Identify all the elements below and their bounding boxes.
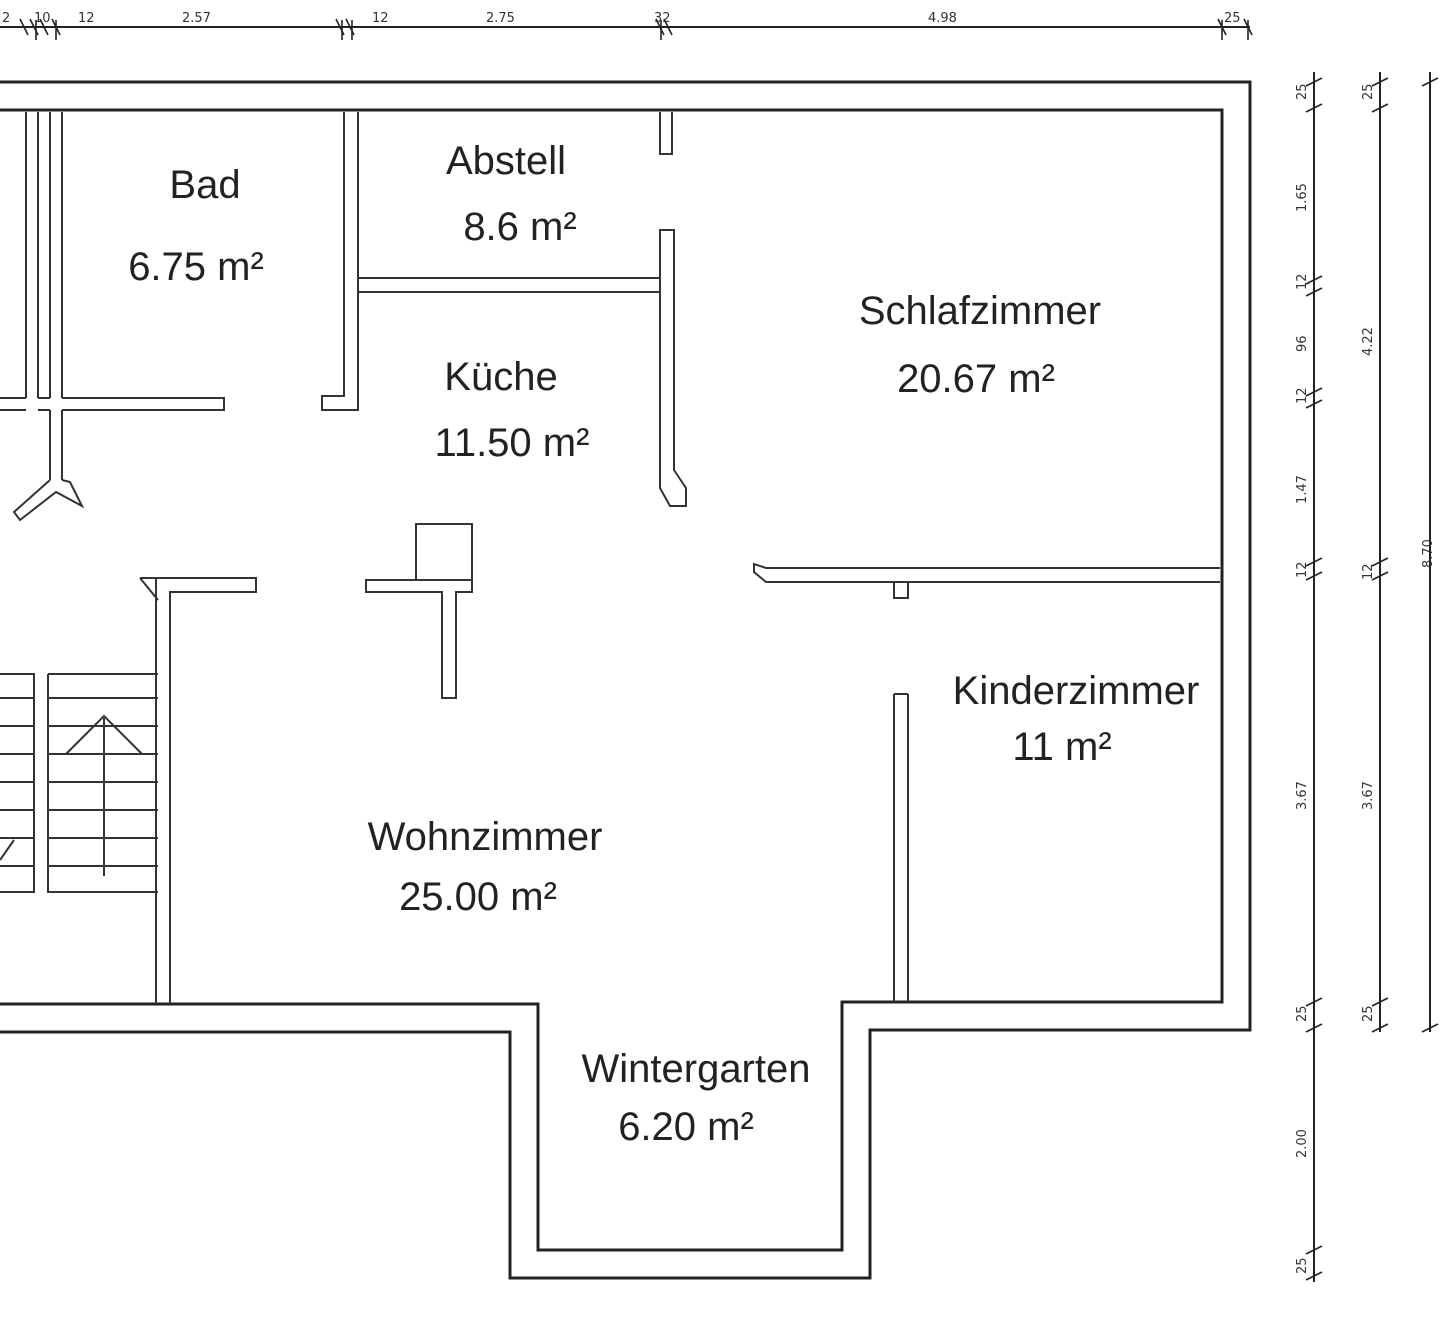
dim-top-7: 4.98	[928, 11, 957, 26]
dim-right2-0: 25	[1361, 83, 1376, 100]
dim-top-8: 25	[1224, 11, 1241, 26]
dim-right1-9: 2.00	[1295, 1129, 1310, 1158]
dim-top-2: 12	[78, 11, 95, 26]
room-bad-area: 6.75 m²	[128, 245, 264, 289]
room-kueche-area: 11.50 m²	[435, 421, 590, 465]
room-abstell-name: Abstell	[446, 139, 566, 183]
staircase	[0, 673, 158, 893]
room-schlafzimmer-area: 20.67 m²	[897, 357, 1055, 401]
dim-right1-7: 3.67	[1295, 781, 1310, 810]
outer-walls	[0, 80, 1252, 1280]
interior-walls	[0, 112, 1220, 1004]
dim-top-0: 2	[2, 11, 10, 26]
room-wintergarten-name: Wintergarten	[582, 1047, 811, 1091]
dim-right3-0: 8.70	[1421, 539, 1436, 568]
right-dimension-chains: 25 1.65 12 96 12 1.47 12 3.67 25 2.00 25…	[1295, 72, 1439, 1282]
room-abstell-area: 8.6 m²	[463, 205, 576, 249]
dim-right1-6: 12	[1295, 561, 1310, 578]
dim-right1-10: 25	[1295, 1257, 1310, 1274]
dim-right2-3: 3.67	[1361, 781, 1376, 810]
dim-right2-4: 25	[1361, 1005, 1376, 1022]
room-wintergarten-area: 6.20 m²	[618, 1105, 754, 1149]
room-labels: Bad 6.75 m² Abstell 8.6 m² Küche 11.50 m…	[128, 139, 1199, 1149]
room-kueche-name: Küche	[444, 355, 557, 399]
room-wohnzimmer-name: Wohnzimmer	[368, 815, 603, 859]
dim-top-4: 12	[372, 11, 389, 26]
dim-right1-3: 96	[1295, 335, 1310, 352]
room-kinderzimmer-area: 11 m²	[1012, 725, 1111, 769]
room-kinderzimmer-name: Kinderzimmer	[953, 669, 1200, 713]
dim-right1-4: 12	[1295, 387, 1310, 404]
dim-right1-2: 12	[1295, 273, 1310, 290]
top-dimension-chain: 2 10 12 2.57 12 2.75 32 4.98 25	[0, 11, 1253, 40]
dim-right1-1: 1.65	[1295, 183, 1310, 212]
dim-right2-1: 4.22	[1361, 327, 1376, 356]
dim-top-5: 2.75	[486, 11, 515, 26]
room-schlafzimmer-name: Schlafzimmer	[859, 289, 1101, 333]
dim-right1-0: 25	[1295, 83, 1310, 100]
room-bad-name: Bad	[169, 163, 240, 207]
dim-top-6: 32	[654, 11, 671, 26]
dim-top-3: 2.57	[182, 11, 211, 26]
dim-right2-2: 12	[1361, 563, 1376, 580]
room-wohnzimmer-area: 25.00 m²	[399, 875, 557, 919]
dim-right1-8: 25	[1295, 1005, 1310, 1022]
dim-right1-5: 1.47	[1295, 475, 1310, 504]
dim-top-1: 10	[34, 11, 51, 26]
